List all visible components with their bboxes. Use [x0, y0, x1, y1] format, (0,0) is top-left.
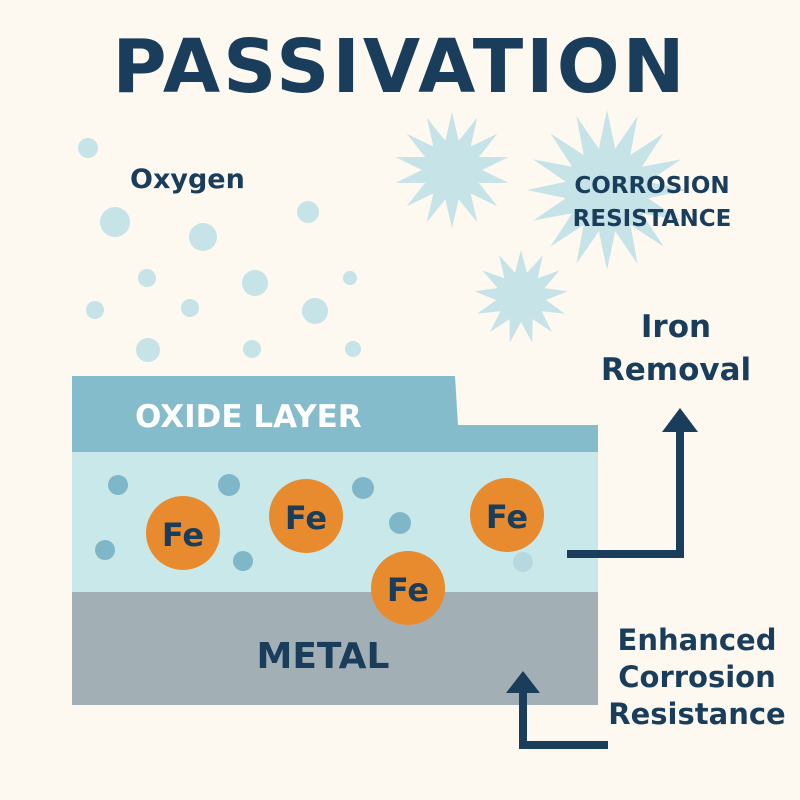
ion-dot: [95, 540, 115, 560]
oxygen-bubble: [78, 138, 98, 158]
oxygen-bubble: [297, 201, 319, 223]
iron-circle: [371, 551, 445, 625]
oxygen-bubble: [189, 223, 217, 251]
oxygen-bubble: [242, 270, 268, 296]
title: PASSIVATION: [112, 24, 687, 110]
oxygen-bubble: [345, 341, 361, 357]
ion-dot: [352, 477, 374, 499]
oxygen-ions: [95, 474, 533, 572]
oxide-layer-top: [72, 376, 598, 460]
iron-atom: Fe: [470, 478, 544, 552]
corrosion-resistance-label-line2: RESISTANCE: [573, 206, 732, 232]
ion-dot: [218, 474, 240, 496]
arrow-up-icon: [506, 671, 540, 693]
iron-circle: [269, 479, 343, 553]
fe-label: Fe: [285, 499, 327, 537]
iron-removal-arrow: [567, 408, 698, 558]
enhanced-resistance-arrow: [506, 671, 608, 749]
arrow-line: [519, 690, 608, 749]
oxygen-bubble: [243, 340, 261, 358]
oxygen-label: Oxygen: [130, 164, 245, 195]
oxygen-bubbles: [78, 138, 361, 362]
starbursts: [395, 110, 687, 343]
fe-label: Fe: [486, 498, 528, 536]
oxygen-bubble: [302, 298, 328, 324]
iron-removal-label-line1: Iron: [641, 309, 711, 345]
oxygen-bubble: [100, 207, 130, 237]
ion-dot: [108, 475, 128, 495]
ion-dot: [513, 552, 533, 572]
iron-circle: [146, 496, 220, 570]
corrosion-resistance-label-line1: CORROSION: [574, 173, 729, 199]
arrow-line: [567, 428, 684, 558]
oxygen-bubble: [181, 299, 199, 317]
fe-label: Fe: [162, 516, 204, 554]
metal-label: METAL: [257, 636, 390, 677]
fe-label: Fe: [387, 571, 429, 609]
arrow-up-icon: [662, 408, 698, 432]
iron-atom: Fe: [146, 496, 220, 570]
oxygen-bubble: [343, 271, 357, 285]
ion-dot: [233, 551, 253, 571]
oxygen-bubble: [86, 301, 104, 319]
iron-atom: Fe: [371, 551, 445, 625]
iron-atom: Fe: [269, 479, 343, 553]
enhanced-label-line1: Enhanced: [618, 623, 777, 657]
oxygen-bubble: [136, 338, 160, 362]
enhanced-label-line2: Corrosion: [618, 660, 776, 694]
starburst-icon: [527, 110, 687, 270]
metal-layer: [72, 592, 598, 705]
starburst-icon: [474, 250, 568, 343]
enhanced-label-line3: Resistance: [608, 697, 785, 731]
oxygen-bubble: [138, 269, 156, 287]
iron-circle: [470, 478, 544, 552]
starburst-icon: [395, 112, 509, 228]
iron-removal-label-line2: Removal: [601, 352, 751, 388]
ion-dot: [389, 512, 411, 534]
oxide-layer-label: OXIDE LAYER: [135, 399, 362, 435]
